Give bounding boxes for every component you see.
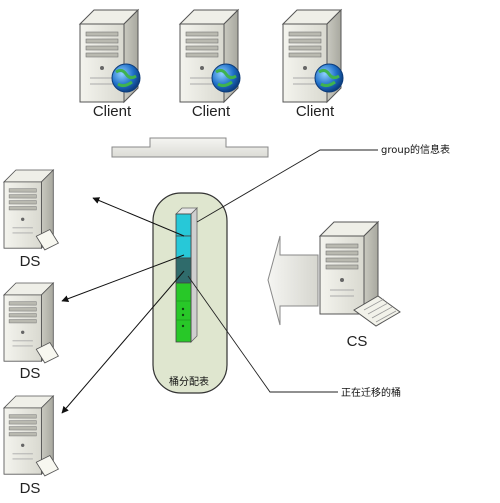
arrow-to-ds-2 bbox=[61, 254, 185, 303]
migrating-bucket-annotation: 正在迁移的桶 bbox=[341, 386, 401, 399]
bucket-cell-migrating bbox=[175, 257, 192, 284]
arrow-to-ds-3 bbox=[61, 270, 185, 414]
keyboard-icon bbox=[353, 295, 401, 327]
client-1 bbox=[79, 9, 141, 103]
config-server-label: CS bbox=[347, 333, 368, 350]
book-icon bbox=[35, 228, 60, 251]
data-server-2 bbox=[3, 282, 60, 364]
client-label: Client bbox=[93, 103, 132, 120]
client-label: Client bbox=[296, 103, 335, 120]
globe-icon bbox=[111, 63, 141, 93]
book-icon bbox=[35, 454, 60, 477]
left-arrow-from-cs bbox=[267, 235, 319, 326]
data-server-label: DS bbox=[20, 253, 41, 270]
bucket-cell bbox=[175, 282, 192, 343]
up-arrow-to-clients bbox=[111, 137, 269, 158]
globe-icon bbox=[211, 63, 241, 93]
bucket-table-caption: 桶分配表 bbox=[169, 375, 209, 388]
bucket-cell bbox=[175, 213, 192, 237]
group-info-annotation: group的信息表 bbox=[381, 143, 450, 156]
data-server-label: DS bbox=[20, 480, 41, 497]
migrating-bucket-leader bbox=[187, 275, 338, 393]
config-server bbox=[319, 221, 401, 327]
arrow-to-ds-1 bbox=[92, 197, 185, 237]
client-label: Client bbox=[192, 103, 231, 120]
group-info-leader bbox=[196, 149, 378, 223]
bucket-column bbox=[175, 207, 198, 343]
client-2 bbox=[179, 9, 241, 103]
book-icon bbox=[35, 341, 60, 364]
data-server-label: DS bbox=[20, 365, 41, 382]
client-3 bbox=[282, 9, 344, 103]
globe-icon bbox=[314, 63, 344, 93]
data-server-3 bbox=[3, 395, 60, 477]
data-server-1 bbox=[3, 169, 60, 251]
